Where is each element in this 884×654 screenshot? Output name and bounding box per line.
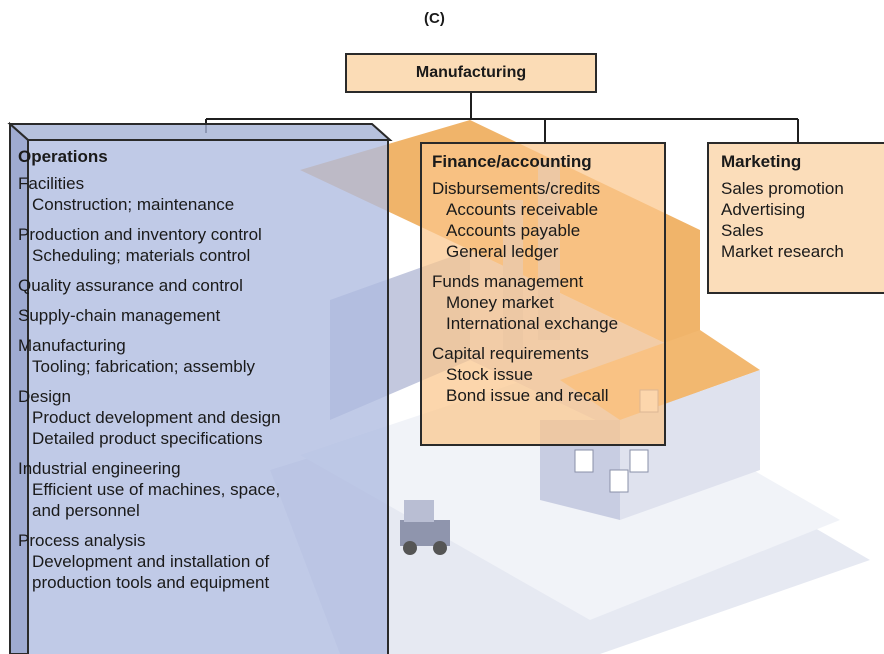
group-subitem: Development and installation of <box>32 552 270 571</box>
group-subitem: General ledger <box>446 242 559 261</box>
marketing-item: Market research <box>721 242 844 261</box>
list-item: Disbursements/credits Accounts receivabl… <box>432 178 664 262</box>
list-item: Design Product development and design De… <box>18 386 370 449</box>
group-subitem: Detailed product specifications <box>32 429 263 448</box>
group-subitem: and personnel <box>32 501 140 520</box>
group-title: Production and inventory control <box>18 225 262 244</box>
list-item: Industrial engineering Efficient use of … <box>18 458 370 521</box>
root-node-manufacturing: Manufacturing <box>345 53 597 93</box>
group-title: Design <box>18 387 71 406</box>
group-subitem: Scheduling; materials control <box>32 246 251 265</box>
group-title: Facilities <box>18 174 85 193</box>
operations-box-side <box>9 121 29 654</box>
operations-box-front <box>27 139 389 654</box>
list-item: Production and inventory control Schedul… <box>18 224 370 266</box>
marketing-item: Advertising <box>721 200 806 219</box>
finance-panel: Finance/accounting Disbursements/credits… <box>420 142 666 446</box>
list-item: Quality assurance and control <box>18 275 370 296</box>
marketing-item: Sales <box>721 221 764 240</box>
figure-caption: (C) <box>424 10 445 27</box>
operations-title: Operations <box>18 147 108 166</box>
group-title: Quality assurance and control <box>18 276 243 295</box>
forklift-icon <box>400 500 450 555</box>
group-subitem: International exchange <box>446 314 619 333</box>
list-item: Capital requirements Stock issue Bond is… <box>432 343 664 406</box>
list-item: Process analysis Development and install… <box>18 530 370 593</box>
finance-title: Finance/accounting <box>432 152 592 171</box>
group-subitem: Money market <box>446 293 554 312</box>
list-item: Manufacturing Tooling; fabrication; asse… <box>18 335 370 377</box>
group-title: Process analysis <box>18 531 146 550</box>
group-title: Supply-chain management <box>18 306 221 325</box>
group-subitem: Efficient use of machines, space, <box>32 480 281 499</box>
group-title: Disbursements/credits <box>432 179 601 198</box>
group-subitem: Bond issue and recall <box>446 386 609 405</box>
list-item: Sales promotion Advertising Sales Market… <box>721 178 884 262</box>
group-subitem: Stock issue <box>446 365 533 384</box>
group-title: Funds management <box>432 272 584 291</box>
operations-box-top <box>7 123 393 141</box>
operations-panel: Operations Facilities Construction; main… <box>18 147 370 602</box>
group-title: Manufacturing <box>18 336 126 355</box>
group-subitem: Construction; maintenance <box>32 195 235 214</box>
marketing-panel: Marketing Sales promotion Advertising Sa… <box>707 142 884 294</box>
marketing-title: Marketing <box>721 152 802 171</box>
group-subitem: Product development and design <box>32 408 281 427</box>
list-item: Facilities Construction; maintenance <box>18 173 370 215</box>
group-subitem: Accounts payable <box>446 221 581 240</box>
org-connectors <box>205 93 799 142</box>
group-title: Industrial engineering <box>18 459 181 478</box>
group-subitem: production tools and equipment <box>32 573 270 592</box>
group-title: Capital requirements <box>432 344 589 363</box>
list-item: Supply-chain management <box>18 305 370 326</box>
list-item: Funds management Money market Internatio… <box>432 271 664 334</box>
group-subitem: Tooling; fabrication; assembly <box>32 357 256 376</box>
window-icon <box>629 449 649 473</box>
window-icon <box>609 469 629 493</box>
marketing-item: Sales promotion <box>721 179 844 198</box>
group-subitem: Accounts receivable <box>446 200 599 219</box>
window-icon <box>574 449 594 473</box>
